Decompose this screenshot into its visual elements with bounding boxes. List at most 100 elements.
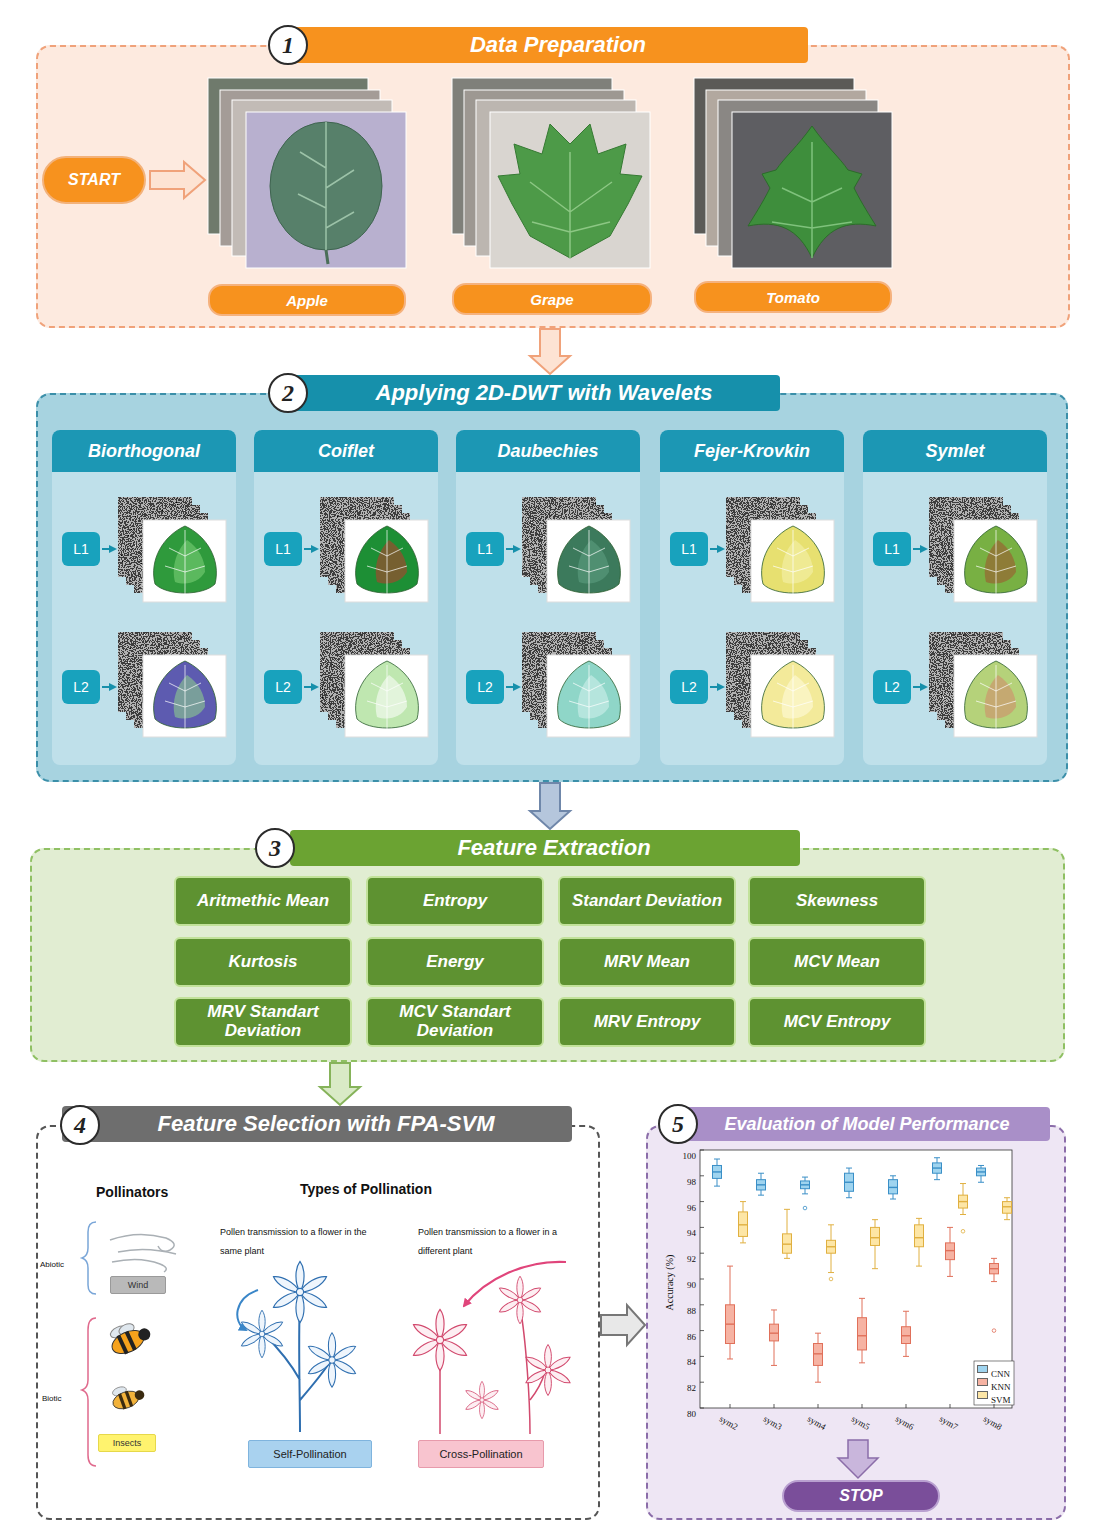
feature-box: Entropy xyxy=(366,876,544,926)
wavelet-noise-image xyxy=(118,632,192,712)
box-whisker xyxy=(849,1168,850,1198)
legend-text: KNN xyxy=(991,1382,1011,1392)
node-text: Energy xyxy=(426,953,484,972)
illustration-part xyxy=(220,90,380,246)
panel-banner: Feature Selection with FPA-SVM xyxy=(62,1106,572,1142)
node-text: Cross-Pollination xyxy=(439,1448,522,1460)
leaf-veins xyxy=(367,530,407,594)
box-outlier xyxy=(803,1206,807,1210)
box-body xyxy=(739,1212,748,1237)
axis-tick xyxy=(700,1304,704,1305)
wavelet-leaf-frame xyxy=(143,655,226,737)
box-whisker-cap xyxy=(828,1224,834,1225)
box-whisker xyxy=(730,1266,731,1359)
box-median xyxy=(933,1167,942,1168)
illustration-part xyxy=(490,112,650,268)
box-median xyxy=(814,1353,823,1354)
wavelet-noise-image xyxy=(134,513,208,593)
box-whisker-cap xyxy=(890,1175,896,1176)
stage-panel: Feature Selection with FPA-SVM4WindInsec… xyxy=(36,1106,600,1520)
block-arrow xyxy=(530,329,570,374)
leaf-highlight xyxy=(782,540,813,584)
wavelet-noise-image xyxy=(742,513,816,593)
bee-icon xyxy=(108,1380,146,1412)
column-header: Symlet xyxy=(863,430,1047,472)
level-box: L2 xyxy=(62,670,100,704)
stage-panel: Evaluation of Model Performance5STOP xyxy=(646,1106,1066,1520)
axis-tick xyxy=(994,1404,995,1408)
box-whisker-cap xyxy=(978,1182,984,1183)
box-whisker-cap xyxy=(714,1159,720,1160)
column-title: Coiflet xyxy=(318,441,374,462)
node-text: 2 xyxy=(282,380,294,407)
illustration-part xyxy=(464,90,624,246)
axis-tick xyxy=(774,1404,775,1408)
apple-photo-stack xyxy=(208,78,406,268)
box-whisker-cap xyxy=(947,1227,953,1228)
feature-box: MCV Mean xyxy=(748,937,926,987)
box-body xyxy=(977,1168,986,1176)
step-number: 2 xyxy=(268,373,308,413)
box-median xyxy=(801,1184,810,1185)
wavelet-noise-image xyxy=(734,640,808,720)
box-body xyxy=(871,1227,880,1245)
wavelet-leaf-frame xyxy=(547,520,630,602)
illustration-part xyxy=(232,100,392,256)
label-text: 84 xyxy=(687,1357,696,1367)
axis-tick xyxy=(700,1227,704,1228)
box-whisker xyxy=(862,1298,863,1363)
box-whisker xyxy=(717,1159,718,1186)
label-box: Types of Pollination xyxy=(300,1179,470,1198)
legend-text: SVM xyxy=(991,1395,1011,1405)
level-box: L1 xyxy=(62,532,100,566)
tag-box: Wind xyxy=(110,1276,166,1294)
box-whisker-cap xyxy=(859,1298,865,1299)
label-box: 84 xyxy=(666,1350,696,1369)
illustration-part xyxy=(307,1333,358,1387)
axis-tick xyxy=(818,1404,819,1408)
label-box: 92 xyxy=(666,1247,696,1266)
node-text: MCV Entropy xyxy=(784,1013,891,1032)
level-box: L2 xyxy=(670,670,708,704)
box-whisker xyxy=(787,1209,788,1258)
box-median xyxy=(1003,1206,1012,1207)
plot-area xyxy=(700,1150,1012,1408)
column-title: Daubechies xyxy=(497,441,598,462)
box-whisker-cap xyxy=(758,1195,764,1196)
panel-banner: Feature Extraction xyxy=(290,830,800,866)
illustration-part xyxy=(125,1391,133,1407)
leaf-shape xyxy=(965,526,1028,593)
leaf-veins xyxy=(165,665,205,729)
box-whisker-cap xyxy=(828,1272,834,1273)
legend-frame xyxy=(974,1361,1014,1405)
label-text: Accuracy (%) xyxy=(664,1255,675,1311)
illustration-part xyxy=(440,1306,545,1434)
feature-box: MCV Standart Deviation xyxy=(366,997,544,1047)
box-whisker-cap xyxy=(802,1177,808,1178)
legend-text: CNN xyxy=(991,1369,1010,1379)
node-text: 4 xyxy=(74,1112,86,1139)
wavelet-noise-image xyxy=(726,497,800,577)
label-text: Pollen transmission to a flower in the s… xyxy=(220,1227,367,1256)
leaf-highlight xyxy=(376,540,407,584)
leaf-highlight xyxy=(985,540,1016,584)
panel-banner: Applying 2D-DWT with Wavelets xyxy=(290,375,780,411)
grape-photo-stack xyxy=(452,78,650,268)
box-whisker xyxy=(893,1176,894,1199)
feature-box: MRV Mean xyxy=(558,937,736,987)
level-arrow xyxy=(304,686,317,688)
box-median xyxy=(770,1332,779,1333)
wavelet-leaf xyxy=(965,526,1028,594)
box-body xyxy=(801,1181,810,1189)
box-whisker xyxy=(937,1158,938,1180)
panel-title: Feature Extraction xyxy=(457,835,650,861)
leaf-highlight xyxy=(782,675,813,719)
tag-box: Self-Pollination xyxy=(248,1440,372,1468)
box-whisker-cap xyxy=(960,1183,966,1184)
wavelet-column: Fejer-KrovkinL1L2 xyxy=(660,430,844,765)
box-median xyxy=(990,1268,999,1269)
node-text: L2 xyxy=(275,679,291,695)
box-whisker-cap xyxy=(740,1201,746,1202)
panel-title: Applying 2D-DWT with Wavelets xyxy=(376,380,713,406)
